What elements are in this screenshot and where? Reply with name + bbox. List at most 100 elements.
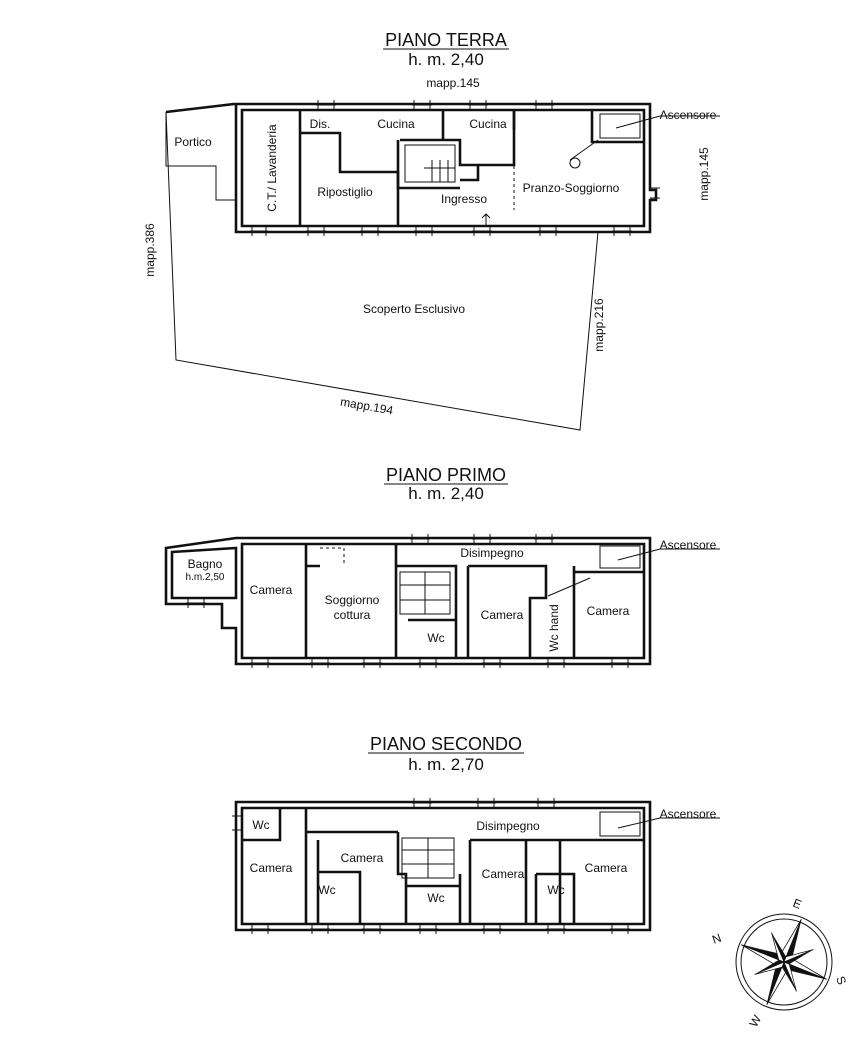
floor-title: PIANO SECONDO: [370, 734, 522, 754]
compass-north-label: N: [710, 931, 723, 947]
compass-point: [754, 961, 785, 975]
inner-wall: [240, 806, 646, 926]
elevator-shaft: [599, 811, 641, 837]
room-label: Bagno: [188, 557, 223, 571]
room-label: Ascensore: [660, 538, 717, 552]
room-label: Ingresso: [441, 192, 487, 206]
compass-rose: N E S W: [710, 896, 849, 1030]
compass-point: [783, 961, 797, 992]
room-label: Portico: [174, 135, 212, 149]
outer-wall: [165, 102, 658, 234]
room-label: Pranzo-Soggiorno: [523, 181, 620, 195]
wall: [316, 840, 362, 924]
inner-wall: [240, 542, 646, 660]
compass-inner-circle: [740, 918, 828, 1006]
compass-south-label: S: [833, 974, 849, 986]
wall: [534, 838, 644, 924]
room-label: Disimpegno: [476, 819, 540, 833]
piano-primo: PIANO PRIMO h. m. 2,40 Bagno h.m.2,50: [164, 465, 720, 668]
staircase: [404, 144, 456, 183]
compass-point: [771, 932, 787, 962]
portico-dashed: [170, 165, 217, 198]
room-label: Wc: [547, 883, 564, 897]
windows: [232, 798, 630, 934]
door-swing: [569, 139, 599, 161]
leader-line: [615, 115, 661, 129]
wall: [512, 110, 644, 144]
room-label: cottura: [334, 608, 371, 622]
room-height-label: h.m.2,50: [186, 572, 225, 583]
floor-title: PIANO PRIMO: [386, 465, 506, 485]
compass-point: [781, 962, 797, 992]
wall: [300, 131, 400, 226]
piano-secondo: PIANO SECONDO h. m. 2,70 Wc Disimpegno A…: [232, 734, 720, 934]
room-label: Camera: [482, 867, 525, 881]
room-label: Cucina: [469, 117, 507, 131]
door-swing: [547, 577, 591, 597]
wall: [572, 566, 644, 658]
room-label: Camera: [341, 851, 384, 865]
wall: [394, 544, 458, 658]
compass-point: [771, 932, 785, 963]
bathroom-wall: [170, 546, 238, 600]
windows: [250, 100, 660, 236]
room-label: Camera: [481, 608, 524, 622]
parcel-label: mapp.216: [592, 298, 606, 352]
compass-point: [754, 959, 784, 975]
leader-line: [617, 548, 661, 561]
floor-height: h. m. 2,40: [408, 484, 484, 503]
elevator-shaft: [599, 113, 641, 139]
dashed-line: [320, 547, 345, 566]
room-label: Disimpegno: [460, 546, 524, 560]
staircase: [401, 837, 455, 879]
room-label: Dis.: [310, 117, 331, 131]
floor-height: h. m. 2,70: [408, 755, 484, 774]
column: [569, 157, 581, 169]
wall: [304, 544, 320, 658]
room-label: Camera: [250, 583, 293, 597]
room-label: Wc hand: [547, 604, 561, 651]
room-label: Cucina: [377, 117, 415, 131]
inner-wall: [240, 108, 646, 228]
wall: [396, 140, 460, 190]
piano-terra: PIANO TERRA h. m. 2,40 mapp.145: [143, 30, 720, 431]
wall: [400, 110, 480, 182]
parcel-label: mapp.145: [426, 76, 480, 90]
outer-wall: [164, 536, 652, 666]
room-label: Ascensore: [660, 108, 717, 122]
compass-outer-circle: [735, 913, 833, 1011]
room-label: C.T./ Lavanderia: [265, 124, 279, 212]
room-label: Scoperto Esclusivo: [363, 302, 465, 316]
entrance-arrow: [481, 213, 491, 226]
room-label: Camera: [250, 861, 293, 875]
room-label: Ripostiglio: [317, 185, 373, 199]
room-label: Camera: [587, 604, 630, 618]
room-label: Wc: [252, 818, 269, 832]
compass-point: [783, 949, 814, 963]
wall: [466, 564, 548, 658]
elevator-shaft: [599, 545, 641, 569]
room-label: Wc: [427, 631, 444, 645]
portico-outline: [165, 112, 236, 201]
parcel-label: mapp.194: [339, 395, 394, 418]
compass-east-label: E: [791, 896, 804, 912]
compass-west-label: W: [746, 1012, 764, 1029]
wall: [468, 838, 560, 924]
parcel-label: mapp.386: [143, 223, 157, 277]
room-label: Wc: [318, 883, 335, 897]
scoperto-outline: [165, 111, 599, 431]
room-label: Camera: [585, 861, 628, 875]
staircase: [399, 571, 451, 615]
wall: [242, 808, 398, 924]
floor-title: PIANO TERRA: [385, 30, 507, 50]
room-label: Ascensore: [660, 807, 717, 821]
leader-line: [617, 817, 661, 829]
compass-point: [784, 949, 814, 965]
room-label: Soggiorno: [325, 593, 380, 607]
parcel-label: mapp.145: [697, 147, 711, 201]
outer-wall: [234, 800, 652, 932]
floor-height: h. m. 2,40: [408, 50, 484, 69]
room-label: Wc: [427, 891, 444, 905]
windows: [186, 534, 630, 668]
